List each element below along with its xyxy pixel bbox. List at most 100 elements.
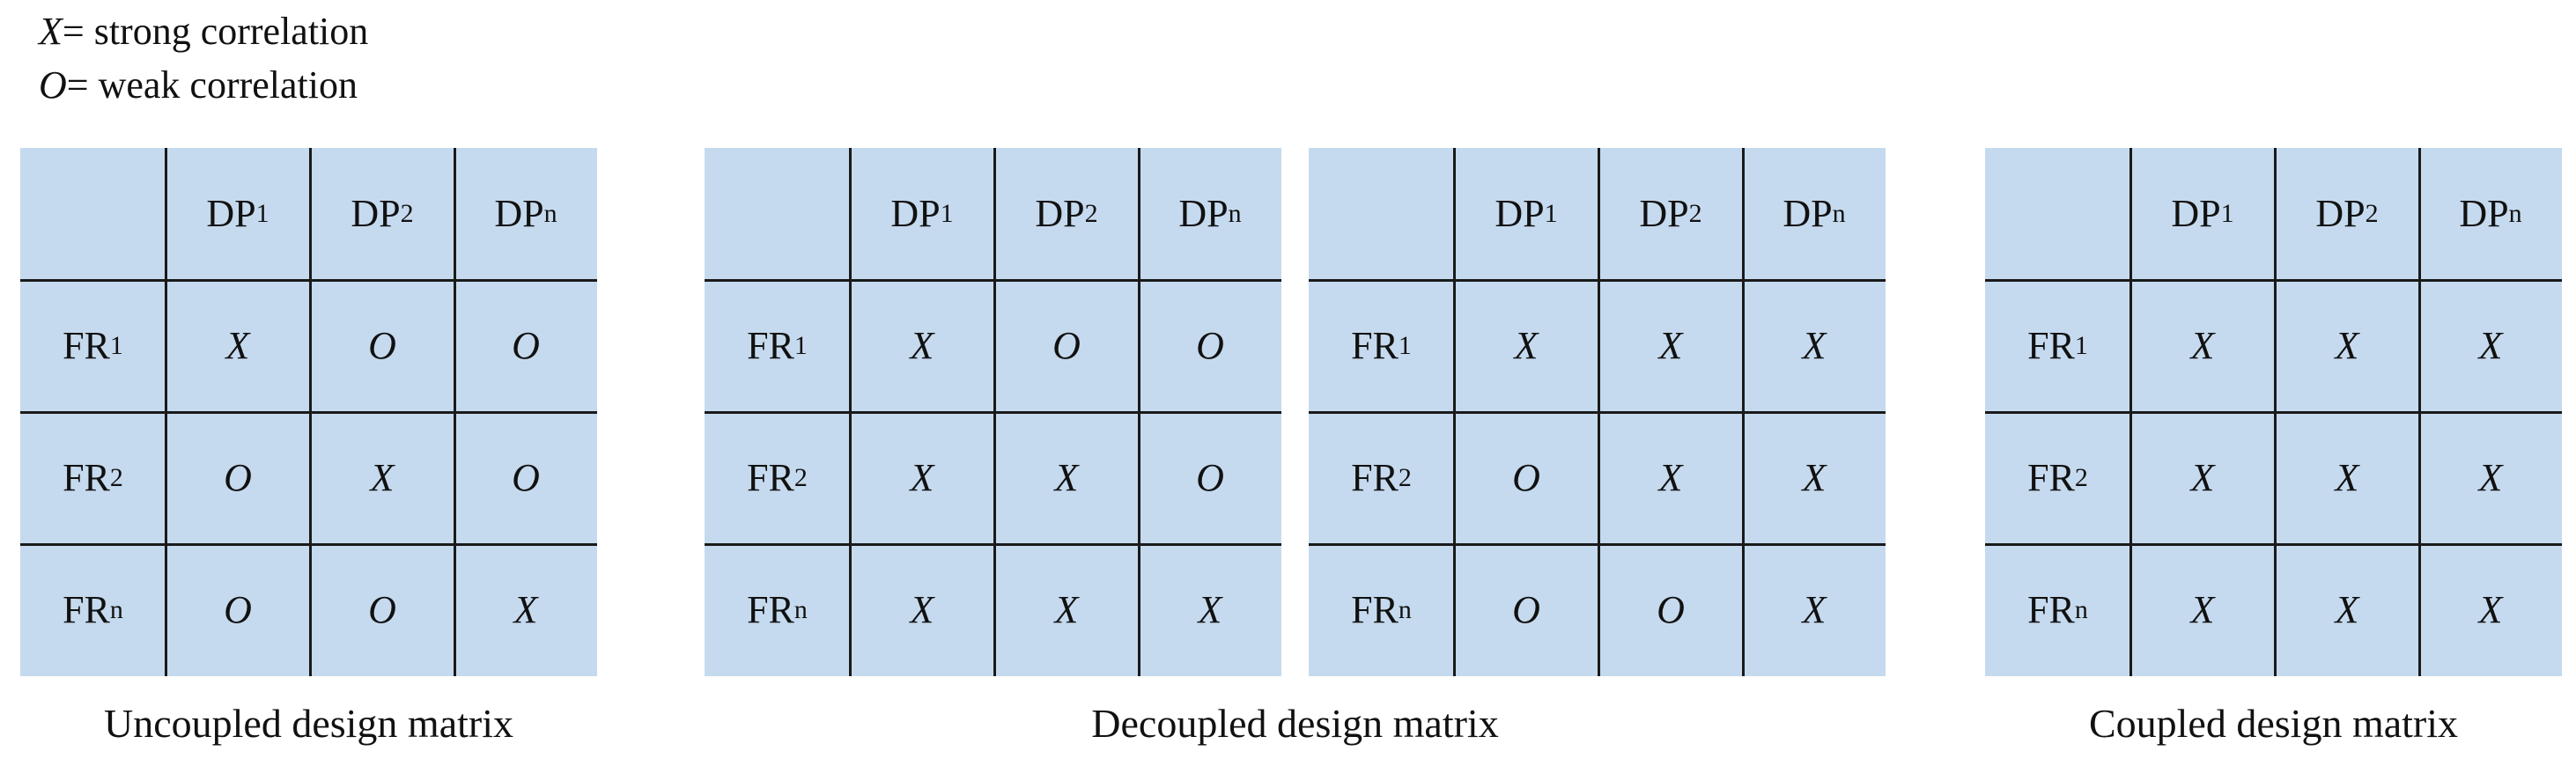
header-base: DP [2459,192,2509,235]
matrix-cell: X [1658,324,1683,367]
legend-weak-symbol: O [39,63,67,107]
header-base: FR [747,324,794,367]
header-base: DP [890,192,941,235]
caption-coupled: Coupled design matrix [2088,701,2459,746]
header-base: FR [747,456,794,499]
matrix-cell: X [2335,324,2359,367]
matrix-cell: X [1658,456,1683,499]
matrix-cell: O [1512,588,1540,631]
header-base: FR [2027,324,2075,367]
matrix-cell: X [513,588,538,631]
header-base: DP [1783,192,1833,235]
matrix-cell: X [370,456,395,499]
header-base: FR [747,588,794,631]
matrix-cell: O [1052,324,1081,367]
grid-horizontal-line [1309,411,1886,414]
matrix-cell: X [910,588,934,631]
header-base: DP [1639,192,1689,235]
matrix-cell: X [1054,588,1079,631]
header-base: DP [1178,192,1229,235]
matrix-cell: X [1802,588,1827,631]
grid-vertical-line [2418,148,2421,676]
header-base: FR [1351,324,1399,367]
matrix-cell: O [1512,456,1540,499]
matrix-cell: O [1657,588,1685,631]
header-base: DP [1035,192,1085,235]
header-base: FR [2027,588,2075,631]
header-base: DP [494,192,544,235]
header-base: FR [63,456,110,499]
matrix-cell: X [910,324,934,367]
matrix-cell: X [1198,588,1222,631]
caption-uncoupled: Uncoupled design matrix [103,701,513,746]
grid-horizontal-line [705,543,1281,546]
header-base: DP [2171,192,2221,235]
grid-horizontal-line [1985,279,2562,282]
legend-weak: O= weak correlation [39,66,358,105]
grid-horizontal-line [705,279,1281,282]
header-base: FR [2027,456,2075,499]
grid-horizontal-line [20,411,597,414]
header-base: DP [1495,192,1545,235]
header-base: FR [63,324,110,367]
grid-horizontal-line [20,543,597,546]
caption-decoupled: Decoupled design matrix [1091,701,1499,746]
matrix-cell: O [512,324,540,367]
matrix-cell: X [1802,324,1827,367]
grid-horizontal-line [705,411,1281,414]
grid-horizontal-line [20,279,597,282]
matrix-cell: O [224,456,252,499]
matrix-cell: O [368,324,396,367]
header-base: FR [1351,588,1399,631]
matrix-cell: O [512,456,540,499]
grid-vertical-line [454,148,456,676]
matrix-cell: X [1054,456,1079,499]
matrix-cell: X [225,324,250,367]
legend-strong-text: = strong correlation [62,10,369,53]
matrix-cell: X [2190,324,2215,367]
header-base: DP [206,192,256,235]
header-base: FR [63,588,110,631]
header-base: DP [351,192,401,235]
grid-horizontal-line [1309,279,1886,282]
matrix-cell: X [2335,588,2359,631]
matrix-cell: O [1196,456,1224,499]
legend-strong: X= strong correlation [39,12,368,51]
grid-horizontal-line [1985,543,2562,546]
header-base: DP [2315,192,2366,235]
matrix-cell: O [1196,324,1224,367]
grid-vertical-line [1742,148,1745,676]
matrix-cell: X [2478,588,2503,631]
matrix-cell: X [2478,324,2503,367]
grid-horizontal-line [1309,543,1886,546]
legend-weak-text: = weak correlation [66,63,358,107]
header-base: FR [1351,456,1399,499]
matrix-cell: X [910,456,934,499]
matrix-cell: X [2190,456,2215,499]
legend-strong-symbol: X [39,10,63,53]
matrix-cell: X [2478,456,2503,499]
